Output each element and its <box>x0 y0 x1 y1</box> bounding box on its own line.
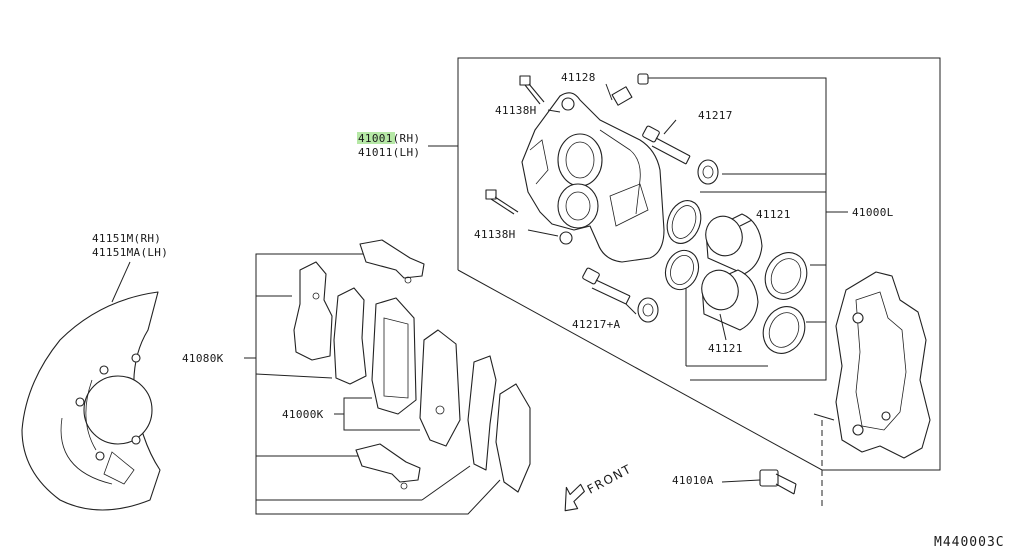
hardware-kit-label[interactable]: 41080K <box>182 352 224 365</box>
caliper-rh-label[interactable]: 41001(RH) <box>358 132 420 145</box>
pad-kit-label[interactable]: 41000K <box>282 408 324 421</box>
torque-member-bolt-label[interactable]: 41010A <box>672 474 714 487</box>
bolt-bottom <box>485 189 519 215</box>
bolt-top <box>519 75 545 105</box>
torque-member <box>835 271 931 459</box>
pad-shim-rear <box>495 383 531 493</box>
front-label: FRONT <box>585 462 634 497</box>
diagram-code: M440003C <box>934 535 1005 550</box>
pad-shim-inner <box>333 287 367 385</box>
anti-rattle-clip-top <box>359 239 425 284</box>
piston-seal-top <box>666 200 702 244</box>
bolt-bottom-label[interactable]: 41138H <box>474 228 516 241</box>
front-arrow-icon <box>564 483 585 512</box>
caliper-lh-label[interactable]: 41011(LH) <box>358 146 420 159</box>
piston-top-label[interactable]: 41121 <box>756 208 791 221</box>
caliper-body <box>521 92 665 263</box>
slide-pin-top <box>642 125 719 185</box>
pad-kit-bracket <box>334 397 420 431</box>
brake-pad-inner <box>419 329 461 447</box>
piston-seal-bottom <box>664 249 700 291</box>
torque-member-bolt <box>759 469 797 495</box>
baffle-lh-label[interactable]: 41151MA(LH) <box>92 246 168 259</box>
seal-kit-label[interactable]: 41000L <box>852 206 894 219</box>
bolt-top-label[interactable]: 41138H <box>495 104 537 117</box>
piston-bottom <box>701 269 759 331</box>
slide-pin-bottom <box>582 267 659 323</box>
wear-indicator-clip <box>467 355 497 471</box>
bleeder-screw <box>611 73 649 106</box>
pin-top-label[interactable]: 41217 <box>698 109 733 122</box>
hardware-kit-bracket <box>244 253 501 515</box>
bleeder-label[interactable]: 41128 <box>561 71 596 84</box>
caliper-assembly-frame <box>457 57 941 471</box>
dust-boot-top <box>764 252 808 300</box>
baffle-plate <box>21 291 161 511</box>
leader-lines <box>428 83 761 483</box>
caliper-rh-highlight <box>357 132 395 144</box>
baffle-rh-label[interactable]: 41151M(RH) <box>92 232 161 245</box>
brake-pad-outer <box>371 297 417 415</box>
piston-top <box>705 213 763 275</box>
anti-rattle-clip-bottom <box>355 443 421 490</box>
piston-bottom-label[interactable]: 41121 <box>708 342 743 355</box>
dust-boot-bottom <box>762 306 806 354</box>
pin-bottom-label[interactable]: 41217+A <box>572 318 621 331</box>
seal-kit-bracket <box>648 77 848 381</box>
pad-shim-outer <box>293 261 333 361</box>
